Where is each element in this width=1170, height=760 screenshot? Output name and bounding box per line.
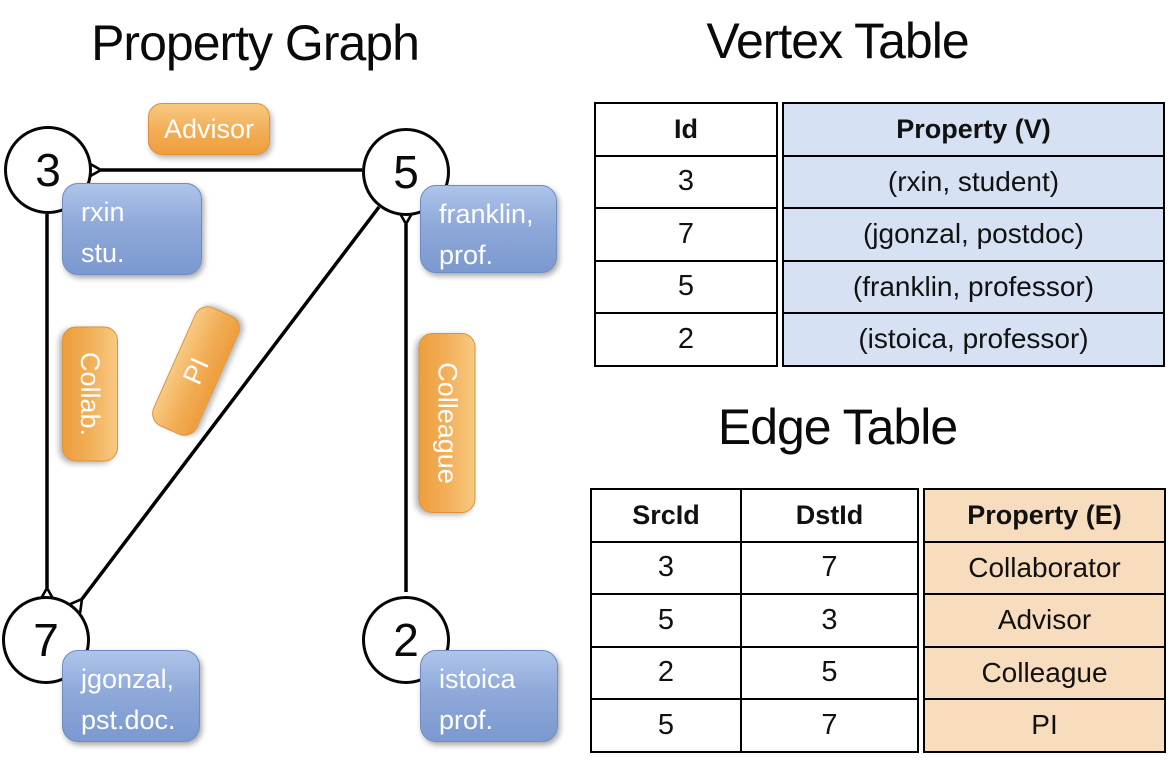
table-row: Advisor (923, 593, 1166, 648)
edge-label-text: Colleague (432, 362, 463, 484)
vertex-table-title: Vertex Table (706, 13, 969, 69)
edge-table-id-columns: SrcId DstId 3 7 5 3 2 5 5 7 (590, 488, 919, 753)
edge-label-colleague: Colleague (418, 333, 476, 513)
vertex-property-box-jgonzal: jgonzal, pst.doc. (62, 650, 200, 742)
vertex-property-line: prof. (439, 704, 494, 735)
edge-table-header-property: Property (E) (923, 488, 1166, 543)
table-row: Collaborator (923, 540, 1166, 595)
vertex-property-box-rxin: rxin stu. (62, 183, 202, 275)
edge-srcid-cell: 3 (590, 540, 742, 595)
vertex-table-header-property: Property (V) (782, 102, 1165, 157)
table-row: (jgonzal, postdoc) (782, 207, 1165, 262)
vertex-table-id-column: Id 3 7 5 2 (594, 102, 778, 367)
edge-pi-5-to-7 (68, 205, 381, 614)
edge-dstid-cell: 3 (740, 593, 919, 648)
vertex-table-property-column: Property (V) (rxin, student) (jgonzal, p… (782, 102, 1165, 367)
vertex-property-cell: (istoica, professor) (782, 312, 1165, 367)
table-row: 5 3 (590, 593, 919, 648)
vertex-property-box-istoica: istoica prof. (420, 650, 558, 742)
vertex-table-header-id: Id (594, 102, 778, 157)
vertex-property-line: stu. (81, 237, 125, 268)
edge-dstid-cell: 7 (740, 698, 919, 753)
vertex-property-line: prof. (439, 239, 494, 270)
vertex-table: Id 3 7 5 2 Property (V) (rxin, student) … (594, 102, 1165, 367)
vertex-node-3-id: 3 (35, 144, 61, 196)
table-row: (istoica, professor) (782, 312, 1165, 367)
edge-label-text: Advisor (163, 113, 255, 144)
vertex-property-box-franklin: franklin, prof. (420, 185, 557, 273)
edge-property-cell: Collaborator (923, 540, 1166, 595)
table-row: PI (923, 698, 1166, 753)
vertex-property-cell: (franklin, professor) (782, 259, 1165, 314)
edge-table-header-srcid: SrcId (590, 488, 742, 543)
edge-label-advisor: Advisor (148, 103, 270, 155)
edge-label-text: PI (176, 353, 215, 389)
edge-table-property-column: Property (E) Collaborator Advisor Collea… (923, 488, 1166, 753)
table-row: 7 (594, 207, 778, 262)
table-row: 3 (594, 154, 778, 209)
table-row: (rxin, student) (782, 154, 1165, 209)
edge-property-cell: PI (923, 698, 1166, 753)
edge-label-text: Collab. (75, 351, 106, 437)
edge-property-cell: Colleague (923, 645, 1166, 700)
vertex-property-cell: (jgonzal, postdoc) (782, 207, 1165, 262)
table-row: 3 7 (590, 540, 919, 595)
property-graph-panel: Property Graph 3 5 7 2 rxin stu. (2, 15, 558, 742)
edge-table-title: Edge Table (717, 399, 958, 455)
vertex-id-cell: 5 (594, 259, 778, 314)
vertex-property-line: pst.doc. (81, 704, 176, 735)
table-row: (franklin, professor) (782, 259, 1165, 314)
edge-table-header-dstid: DstId (740, 488, 919, 543)
table-row: 2 (594, 312, 778, 367)
table-row: Colleague (923, 645, 1166, 700)
edge-dstid-cell: 7 (740, 540, 919, 595)
edge-label-collab: Collab. (62, 326, 118, 462)
vertex-id-cell: 2 (594, 312, 778, 367)
vertex-property-line: istoica (439, 664, 516, 694)
vertex-property-line: jgonzal, (81, 664, 175, 694)
vertex-property-cell: (rxin, student) (782, 154, 1165, 209)
edge-table: SrcId DstId 3 7 5 3 2 5 5 7 Property (E)… (590, 488, 1166, 753)
table-row: 2 5 (590, 645, 919, 700)
vertex-node-5-id: 5 (393, 146, 419, 198)
table-row: 5 7 (590, 698, 919, 753)
vertex-id-cell: 3 (594, 154, 778, 209)
table-row: 5 (594, 259, 778, 314)
edge-property-cell: Advisor (923, 593, 1166, 648)
vertex-id-cell: 7 (594, 207, 778, 262)
vertex-node-7-id: 7 (33, 614, 59, 666)
property-graph-title: Property Graph (91, 15, 420, 71)
edge-dstid-cell: 5 (740, 645, 919, 700)
edge-srcid-cell: 5 (590, 698, 742, 753)
graph-edges-drawing (39, 162, 414, 614)
vertex-node-2-id: 2 (393, 614, 419, 666)
edge-srcid-cell: 2 (590, 645, 742, 700)
vertex-property-line: franklin, (439, 199, 534, 229)
vertex-node-2: 2 (362, 596, 450, 684)
vertex-property-line: rxin (81, 197, 125, 227)
edge-srcid-cell: 5 (590, 593, 742, 648)
